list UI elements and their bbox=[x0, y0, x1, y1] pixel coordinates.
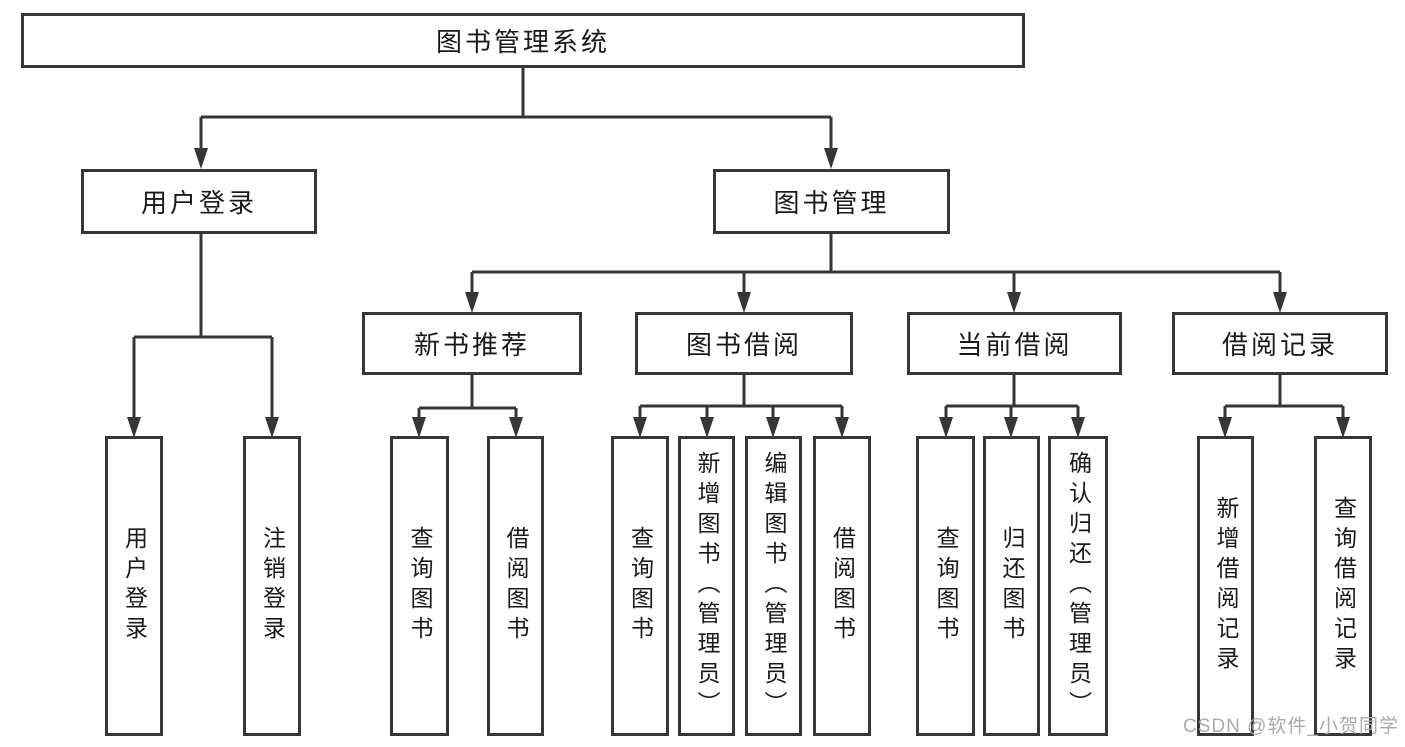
arrowhead-icon bbox=[1071, 417, 1085, 438]
arrowhead-icon bbox=[835, 417, 849, 438]
leaf-query-books: 查询图书 bbox=[611, 436, 669, 736]
node-label: 归还图书 bbox=[999, 526, 1025, 646]
node-label: 查询图书 bbox=[933, 526, 959, 646]
leaf-user-login: 用户登录 bbox=[105, 436, 163, 736]
arrowhead-icon bbox=[700, 417, 714, 438]
node-label: 查询图书 bbox=[407, 526, 433, 646]
connector-lines bbox=[132, 68, 1345, 421]
arrowhead-icon bbox=[1004, 417, 1018, 438]
arrowhead-icon bbox=[265, 417, 279, 438]
leaf-borrow-books: 借阅图书 bbox=[813, 436, 871, 736]
node-new-book-recommendation: 新书推荐 bbox=[362, 312, 582, 375]
node-label: 图书借阅 bbox=[685, 330, 802, 360]
node-label: 查询图书 bbox=[627, 526, 654, 646]
node-current-borrowing: 当前借阅 bbox=[907, 312, 1122, 375]
node-label: 新增图书（管理员） bbox=[694, 451, 720, 721]
node-book-management: 图书管理 bbox=[713, 169, 950, 234]
node-label: 用户登录 bbox=[140, 188, 257, 218]
node-borrowing-records: 借阅记录 bbox=[1172, 312, 1388, 375]
arrowhead-icon bbox=[1273, 292, 1287, 313]
leaf-query-books: 查询图书 bbox=[916, 436, 975, 736]
arrowhead-icon bbox=[766, 417, 780, 438]
node-label: 新增借阅记录 bbox=[1213, 496, 1239, 676]
node-label: 借阅记录 bbox=[1221, 330, 1338, 360]
node-label: 图书管理系统 bbox=[435, 27, 610, 57]
node-label: 查询借阅记录 bbox=[1330, 496, 1357, 676]
leaf-query-borrow-record: 查询借阅记录 bbox=[1314, 436, 1372, 736]
node-label: 借阅图书 bbox=[829, 526, 856, 646]
node-label: 借阅图书 bbox=[503, 526, 529, 646]
arrowhead-icon bbox=[465, 292, 479, 313]
arrowhead-icon bbox=[824, 148, 838, 169]
node-label: 图书管理 bbox=[773, 188, 890, 218]
leaf-add-books-admin: 新增图书（管理员） bbox=[678, 436, 735, 736]
arrowhead-icon bbox=[737, 292, 751, 313]
leaf-confirm-return-admin: 确认归还（管理员） bbox=[1048, 436, 1108, 736]
node-label: 当前借阅 bbox=[956, 330, 1073, 360]
node-user-login: 用户登录 bbox=[81, 169, 317, 234]
node-label: 新书推荐 bbox=[413, 330, 530, 360]
node-label: 编辑图书（管理员） bbox=[761, 451, 787, 721]
leaf-logout: 注销登录 bbox=[243, 436, 301, 736]
node-library-management-system: 图书管理系统 bbox=[21, 13, 1025, 68]
leaf-edit-books-admin: 编辑图书（管理员） bbox=[745, 436, 802, 736]
node-label: 注销登录 bbox=[259, 526, 286, 646]
node-label: 确认归还（管理员） bbox=[1065, 451, 1092, 721]
arrowhead-icon bbox=[1336, 417, 1350, 438]
arrowhead-icon bbox=[633, 417, 647, 438]
leaf-borrow-books: 借阅图书 bbox=[487, 436, 544, 736]
arrowhead-icon bbox=[939, 417, 953, 438]
node-book-borrowing: 图书借阅 bbox=[635, 312, 853, 375]
arrowhead-icon bbox=[1218, 417, 1232, 438]
arrowhead-icon bbox=[412, 417, 426, 438]
arrowhead-icon bbox=[194, 148, 208, 169]
watermark: CSDN @软件_小贺同学 bbox=[1183, 716, 1399, 737]
leaf-return-books: 归还图书 bbox=[983, 436, 1040, 736]
arrowhead-icon bbox=[127, 417, 141, 438]
arrowhead-icon bbox=[509, 417, 523, 438]
leaf-add-borrow-record: 新增借阅记录 bbox=[1197, 436, 1254, 736]
arrowhead-icon bbox=[1007, 292, 1021, 313]
leaf-query-books: 查询图书 bbox=[390, 436, 449, 736]
node-label: 用户登录 bbox=[121, 526, 148, 646]
